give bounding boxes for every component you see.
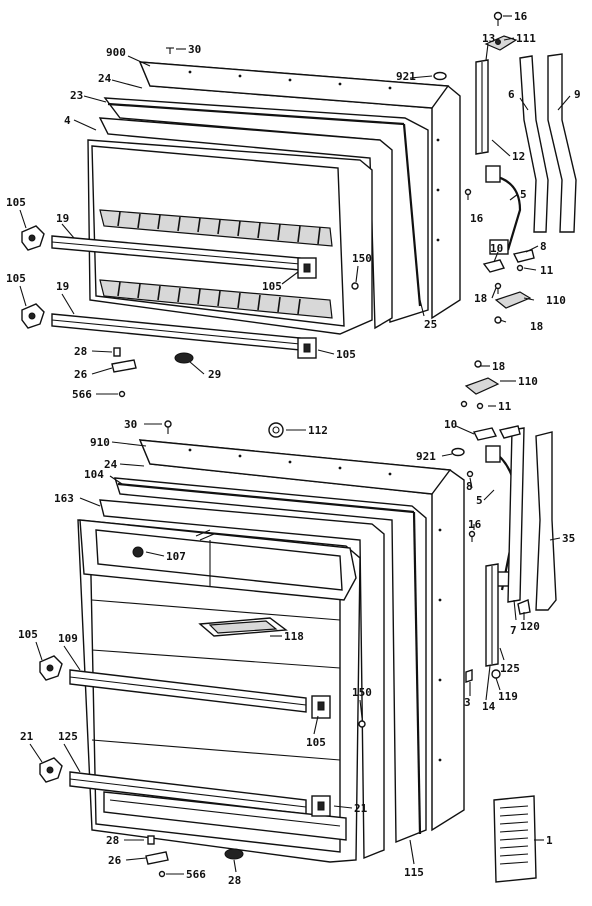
card-text-lines [499,805,529,865]
label-18c: 18 [492,360,505,373]
label-16: 16 [514,10,528,23]
door-flange-holes [188,70,440,242]
label-10: 10 [490,242,503,255]
label-16c: 16 [468,518,482,531]
shelf-hatching-lower [117,281,301,315]
label-105c: 105 [6,272,26,285]
label-105f: 105 [306,736,326,749]
label-118: 118 [284,630,304,643]
label-14: 14 [482,700,496,713]
leader-lines [19,15,571,875]
label-900: 900 [106,46,126,59]
label-3: 3 [464,696,471,709]
label-566: 566 [72,388,92,401]
label-125b: 125 [58,730,78,743]
strip-6 [519,55,549,233]
label-19: 19 [56,212,69,225]
bracket-105-left-c [39,655,63,681]
bracket-21-left [39,757,63,783]
label-21: 21 [20,730,34,743]
label-30: 30 [188,43,201,56]
label-28c: 28 [228,874,241,887]
bracket-105-left-b [21,303,45,329]
label-104: 104 [84,468,104,481]
lower-flange-holes [188,448,442,762]
part-labels: 16 111 900 30 13 921 24 6 9 23 4 12 5 16… [6,10,581,887]
label-11: 11 [540,264,554,277]
label-9: 9 [574,88,581,101]
strip-7 [507,427,525,603]
shelf-hatching-upper [117,211,321,245]
strip-35 [535,431,557,611]
handle-5 [493,174,522,251]
label-19b: 19 [56,280,69,293]
label-24: 24 [98,72,112,85]
label-125: 125 [500,662,520,675]
label-21b: 21 [354,802,368,815]
label-5: 5 [520,188,527,201]
label-110b: 110 [518,375,538,388]
label-1: 1 [546,834,553,847]
label-4: 4 [64,114,71,127]
label-8: 8 [540,240,547,253]
label-150b: 150 [352,686,372,699]
label-13: 13 [482,32,495,45]
label-115: 115 [404,866,424,879]
label-111: 111 [516,32,536,45]
label-910: 910 [90,436,110,449]
label-163: 163 [54,492,74,505]
end-cap-105-c [311,695,331,719]
label-10b: 10 [444,418,457,431]
label-23: 23 [70,89,83,102]
label-11b: 11 [498,400,512,413]
label-18: 18 [474,292,487,305]
bracket-105-left-a [21,225,45,251]
label-12: 12 [512,150,525,163]
label-921: 921 [396,70,416,83]
label-30b: 30 [124,418,137,431]
label-120: 120 [520,620,540,633]
label-107: 107 [166,550,186,563]
label-16b: 16 [470,212,484,225]
label-105d: 105 [336,348,356,361]
label-25: 25 [424,318,437,331]
label-105b: 105 [262,280,282,293]
label-5b: 5 [476,494,483,507]
end-cap-21 [311,795,331,817]
label-7: 7 [510,624,517,637]
label-112: 112 [308,424,328,437]
label-105e: 105 [18,628,38,641]
strip-9 [547,53,577,233]
end-cap-105-a [297,257,317,279]
label-105: 105 [6,196,26,209]
label-18b: 18 [530,320,543,333]
label-8b: 8 [466,480,473,493]
label-26b: 26 [108,854,122,867]
label-28b: 28 [106,834,119,847]
upper-door-assembly [21,11,577,398]
lower-door-assembly [39,360,557,883]
label-24b: 24 [104,458,118,471]
label-29: 29 [208,368,221,381]
label-119: 119 [498,690,518,703]
label-28: 28 [74,345,87,358]
label-109: 109 [58,632,78,645]
label-35: 35 [562,532,575,545]
label-150: 150 [352,252,372,265]
label-110: 110 [546,294,566,307]
label-26: 26 [74,368,88,381]
label-6: 6 [508,88,515,101]
end-cap-105-b [297,337,317,359]
label-566b: 566 [186,868,206,881]
label-921b: 921 [416,450,436,463]
